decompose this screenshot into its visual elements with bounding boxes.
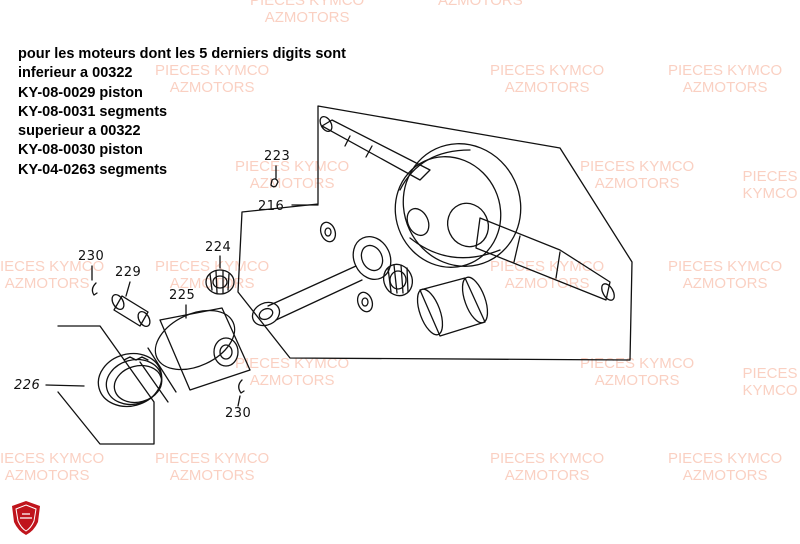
- note-line-upper: superieur a 00322: [18, 123, 141, 140]
- small-end-bearing: [205, 269, 235, 295]
- ring-set-frame: [57, 325, 155, 445]
- callout-229: 229: [115, 265, 142, 280]
- washer-upper: [319, 221, 337, 243]
- piston-clip-upper: [91, 282, 98, 296]
- woodruff-key: [270, 178, 279, 188]
- callout-230-lower: 230: [225, 406, 252, 421]
- note-line-segments-lower: KY-08-0031 segments: [18, 103, 168, 120]
- callout-225: 225: [169, 288, 196, 303]
- note-line-piston-lower: KY-08-0029 piston: [18, 84, 143, 101]
- piston-rings: [97, 352, 163, 408]
- crankshaft: [319, 115, 615, 301]
- piston-clip-lower: [238, 379, 245, 394]
- washer-lower: [356, 291, 374, 313]
- big-end-bearing: [382, 263, 414, 297]
- brand-logo-icon: [12, 501, 40, 535]
- piston: [139, 307, 251, 403]
- callout-224: 224: [205, 240, 232, 255]
- crank-pin: [416, 276, 489, 337]
- leader-230b: [237, 395, 241, 407]
- leader-226: [45, 384, 85, 387]
- leader-229: [125, 281, 131, 297]
- callout-226: 226: [14, 378, 41, 393]
- note-line-lower: inferieur a 00322: [18, 65, 133, 82]
- callout-216: 216: [258, 199, 285, 214]
- note-line-segments-upper: KY-04-0263 segments: [18, 161, 168, 178]
- callout-223: 223: [264, 149, 291, 164]
- note-line-piston-upper: KY-08-0030 piston: [18, 142, 143, 159]
- note-line-intro: pour les moteurs dont les 5 derniers dig…: [18, 46, 346, 62]
- piston-pin: [111, 293, 151, 328]
- parts-notes: pour les moteurs dont les 5 derniers dig…: [18, 45, 346, 180]
- callout-230-upper: 230: [78, 249, 105, 264]
- crankshaft-group-frame: [237, 105, 633, 361]
- connecting-rod: [251, 236, 392, 327]
